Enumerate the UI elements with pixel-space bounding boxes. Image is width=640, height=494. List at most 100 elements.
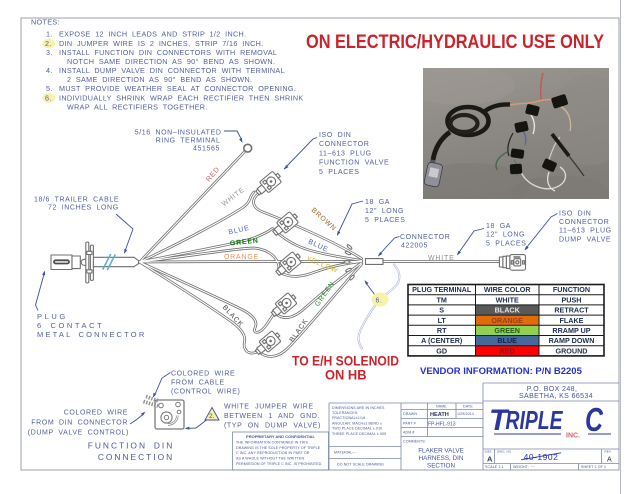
svg-text:WRAP ALL RECTIFIERS TOGETHE: WRAP ALL RECTIFIERS TOGETHER. bbox=[67, 102, 208, 111]
svg-text:ISO DIN: ISO DIN bbox=[559, 210, 591, 217]
svg-text:2.: 2. bbox=[209, 413, 215, 420]
svg-text:4.: 4. bbox=[46, 66, 53, 75]
svg-text:WHITE: WHITE bbox=[428, 255, 455, 262]
svg-text:INC.: INC. bbox=[566, 433, 580, 440]
svg-text:FLAKER VALVE: FLAKER VALVE bbox=[418, 448, 464, 455]
svg-text:18 GA: 18 GA bbox=[486, 223, 511, 230]
svg-text:VENDOR INFORMATION: P/N B2205: VENDOR INFORMATION: P/N B2205 bbox=[420, 366, 583, 377]
svg-text:YELLOW: YELLOW bbox=[305, 255, 339, 274]
svg-text:DRAWN: DRAWN bbox=[403, 412, 417, 416]
svg-text:5 PLACES: 5 PLACES bbox=[486, 240, 526, 247]
svg-text:SABETHA, KS 66534: SABETHA, KS 66534 bbox=[519, 393, 593, 400]
svg-text:BETWEEN 1 AND GND.: BETWEEN 1 AND GND. bbox=[224, 413, 320, 420]
svg-text:WHITE JUMPER WIRE: WHITE JUMPER WIRE bbox=[224, 404, 314, 411]
svg-text:5.: 5. bbox=[46, 84, 53, 93]
svg-text:ON ELECTRIC/HYDRAULIC USE ONLY: ON ELECTRIC/HYDRAULIC USE ONLY bbox=[306, 32, 604, 53]
svg-text:GREEN: GREEN bbox=[314, 280, 336, 308]
svg-text:WEIGHT:: WEIGHT: bbox=[513, 465, 529, 469]
svg-text:SIZE: SIZE bbox=[485, 449, 492, 453]
svg-text:WHITE: WHITE bbox=[221, 187, 246, 209]
svg-text:RETRACT: RETRACT bbox=[554, 306, 589, 315]
svg-text:6.: 6. bbox=[45, 93, 52, 102]
svg-text:DO NOT SCALE DRAWING: DO NOT SCALE DRAWING bbox=[337, 463, 384, 467]
svg-text:A: A bbox=[487, 455, 493, 464]
svg-text:3.: 3. bbox=[46, 48, 53, 57]
svg-text:ORANGE: ORANGE bbox=[224, 254, 259, 261]
svg-text:DUMP VALVE: DUMP VALVE bbox=[559, 236, 611, 243]
svg-text:ORANGE: ORANGE bbox=[491, 316, 523, 325]
svg-text:18 GA: 18 GA bbox=[365, 199, 390, 206]
svg-text:422005: 422005 bbox=[401, 243, 428, 250]
svg-text:THREE PLACE DECIMAL ±.005: THREE PLACE DECIMAL ±.005 bbox=[332, 432, 386, 436]
svg-text:40-1902: 40-1902 bbox=[524, 452, 559, 462]
svg-text:BROWN: BROWN bbox=[310, 207, 338, 233]
svg-text:PROPRIETARY AND CONFIDENTIAL: PROPRIETARY AND CONFIDENTIAL bbox=[246, 434, 315, 439]
svg-text:COLORED WIRE: COLORED WIRE bbox=[171, 371, 235, 378]
svg-text:451565: 451565 bbox=[193, 145, 220, 152]
svg-text:INSTALL FUNCTION DIN CONNEC: INSTALL FUNCTION DIN CONNECTORS WITH REM… bbox=[59, 48, 277, 57]
svg-text:TM: TM bbox=[437, 295, 447, 304]
svg-text:RT: RT bbox=[437, 326, 447, 335]
svg-text:BLACK: BLACK bbox=[495, 306, 521, 315]
svg-text:5/16 NON–INSULATED: 5/16 NON–INSULATED bbox=[135, 129, 222, 136]
svg-text:ADM #: ADM # bbox=[403, 431, 414, 435]
svg-text:BLUE: BLUE bbox=[497, 336, 517, 345]
svg-text:NOTCH SAME DIRECTION AS 90: NOTCH SAME DIRECTION AS 90° BEND AS SHOW… bbox=[67, 57, 275, 66]
svg-text:DATE: DATE bbox=[463, 405, 473, 409]
svg-text:PART #: PART # bbox=[403, 422, 416, 426]
svg-text:FROM CABLE: FROM CABLE bbox=[171, 380, 225, 387]
svg-text:TWO PLACE DECIMAL ±.010: TWO PLACE DECIMAL ±.010 bbox=[332, 427, 382, 431]
svg-text:DRAWING IS THE SOLE PROPERTY O: DRAWING IS THE SOLE PROPERTY OF TRIPLE bbox=[236, 446, 321, 450]
svg-text:RED: RED bbox=[500, 346, 515, 355]
svg-text:FUNCTION VALVE: FUNCTION VALVE bbox=[319, 160, 389, 167]
svg-text:RED: RED bbox=[205, 166, 222, 184]
svg-text:C: C bbox=[585, 401, 604, 438]
svg-text:WHITE: WHITE bbox=[496, 295, 519, 304]
svg-text:REV.: REV. bbox=[605, 449, 612, 453]
svg-text:ON HB: ON HB bbox=[325, 367, 367, 382]
svg-text:FUNCTION DIN: FUNCTION DIN bbox=[88, 441, 175, 451]
svg-text:GREEN: GREEN bbox=[230, 238, 259, 248]
svg-text:6 CONTACT: 6 CONTACT bbox=[37, 321, 104, 330]
svg-text:18/6 TRAILER CABLE: 18/6 TRAILER CABLE bbox=[34, 196, 119, 203]
svg-text:GD: GD bbox=[436, 346, 447, 355]
svg-text:RIPLE: RIPLE bbox=[506, 405, 563, 435]
svg-text:GROUND: GROUND bbox=[556, 346, 588, 355]
svg-text:---: --- bbox=[531, 464, 536, 468]
svg-text:BLUE: BLUE bbox=[228, 225, 251, 237]
svg-text:INSTALL DUMP VALVE DIN CON: INSTALL DUMP VALVE DIN CONNECTOR WITH TE… bbox=[59, 66, 285, 75]
svg-text:TO E/H SOLENOID: TO E/H SOLENOID bbox=[292, 354, 399, 369]
svg-text:MATERIAL: MATERIAL bbox=[334, 451, 353, 455]
svg-text:6.: 6. bbox=[376, 298, 383, 305]
svg-text:FRACTIONAL±1/16: FRACTIONAL±1/16 bbox=[332, 416, 365, 420]
svg-text:PUSH: PUSH bbox=[562, 295, 582, 304]
svg-text:LT: LT bbox=[438, 316, 447, 325]
svg-text:CONNECTION: CONNECTION bbox=[98, 452, 174, 462]
svg-text:DIMENSIONS ARE IN INCHES: DIMENSIONS ARE IN INCHES bbox=[332, 406, 385, 410]
svg-text:NAME: NAME bbox=[436, 405, 447, 409]
svg-text:2.: 2. bbox=[45, 39, 52, 48]
svg-text:HEATH: HEATH bbox=[430, 412, 449, 418]
svg-text:INDIVIDUALLY SHRINK WRAP EA: INDIVIDUALLY SHRINK WRAP EACH RECTIFIER … bbox=[59, 93, 304, 102]
svg-text:P.O. BOX 248,: P.O. BOX 248, bbox=[527, 386, 578, 393]
svg-text:C INC. ANY REPRODUCTION IN PA: C INC. ANY REPRODUCTION IN PART OR bbox=[236, 451, 310, 455]
svg-text:(DUMP VALVE CONTROL): (DUMP VALVE CONTROL) bbox=[28, 430, 129, 437]
svg-text:CONNECTOR: CONNECTOR bbox=[559, 219, 609, 226]
svg-text:---: --- bbox=[352, 451, 357, 455]
svg-text:11–613 PLUG: 11–613 PLUG bbox=[319, 150, 372, 157]
svg-text:MUST PROVIDE WEATHER SEAL: MUST PROVIDE WEATHER SEAL AT CONNECTOR O… bbox=[59, 84, 296, 93]
svg-text:RRAMP UP: RRAMP UP bbox=[552, 326, 590, 335]
svg-text:5 PLACES: 5 PLACES bbox=[319, 169, 359, 176]
svg-text:BLACK: BLACK bbox=[289, 318, 310, 344]
svg-text:WIRE COLOR: WIRE COLOR bbox=[484, 285, 532, 294]
svg-text:AS A WHOLE WITHOUT THE WRITTEN: AS A WHOLE WITHOUT THE WRITTEN bbox=[236, 457, 304, 461]
svg-text:FLAKE: FLAKE bbox=[560, 316, 584, 325]
svg-text:11–613 PLUG: 11–613 PLUG bbox=[559, 228, 612, 235]
svg-text:DWG. NO.: DWG. NO. bbox=[497, 449, 512, 453]
svg-text:CONNECTOR: CONNECTOR bbox=[319, 141, 369, 148]
svg-text:A (CENTER): A (CENTER) bbox=[421, 336, 463, 345]
svg-text:S: S bbox=[439, 306, 444, 315]
svg-text:GREEN: GREEN bbox=[494, 326, 520, 335]
svg-text:1.: 1. bbox=[46, 30, 53, 39]
svg-text:12" LONG: 12" LONG bbox=[365, 208, 404, 215]
